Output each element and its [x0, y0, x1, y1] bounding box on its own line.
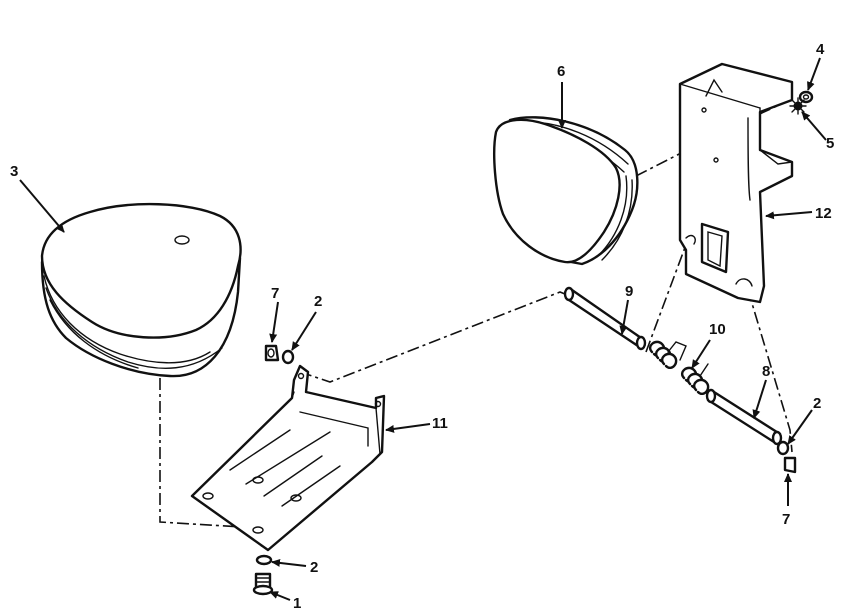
leader-lines — [19, 57, 827, 601]
seat-pad-3 — [40, 202, 242, 378]
callout-7-left: 7 — [271, 285, 279, 302]
washer-2-right — [776, 440, 790, 456]
callout-1: 1 — [293, 595, 301, 612]
foot-plate-11 — [190, 364, 386, 552]
washer-2-bottom — [255, 554, 273, 566]
callout-2-bottom: 2 — [310, 559, 318, 576]
nut-4 — [798, 90, 814, 104]
clip-7-left — [264, 344, 280, 362]
callout-3: 3 — [10, 163, 18, 180]
callout-11: 11 — [432, 415, 448, 432]
callout-labels: 3 6 4 5 12 11 7 2 9 10 8 2 7 2 1 — [10, 41, 834, 612]
callout-2-left: 2 — [314, 293, 322, 310]
backrest-pad-6 — [493, 116, 639, 266]
lock-washer-5 — [789, 97, 807, 115]
clip-7-right — [783, 456, 797, 474]
torsion-spring-10 — [648, 340, 710, 396]
pivot-pin-8 — [705, 388, 783, 446]
callout-9: 9 — [625, 283, 633, 300]
callout-4: 4 — [816, 41, 825, 58]
washer-2-left — [281, 349, 295, 365]
callout-5: 5 — [826, 135, 834, 152]
screw-1 — [252, 572, 274, 596]
callout-12: 12 — [815, 205, 832, 222]
callout-8: 8 — [762, 363, 770, 380]
callout-2-right: 2 — [813, 395, 821, 412]
upright-bracket-12 — [678, 62, 794, 304]
callout-7-right: 7 — [782, 511, 790, 528]
callout-10: 10 — [709, 321, 726, 338]
callout-6: 6 — [557, 63, 565, 80]
